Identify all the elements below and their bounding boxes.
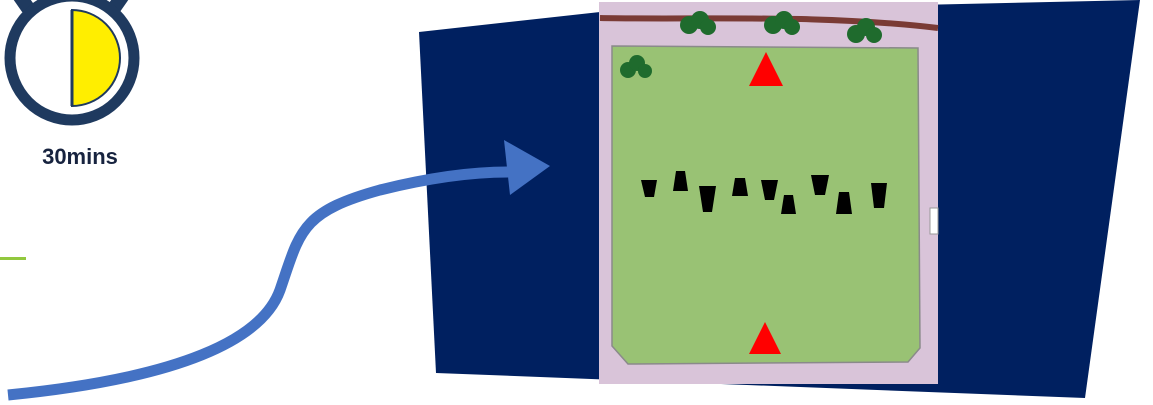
gate-post: [930, 208, 938, 234]
playing-field: [599, 2, 938, 384]
